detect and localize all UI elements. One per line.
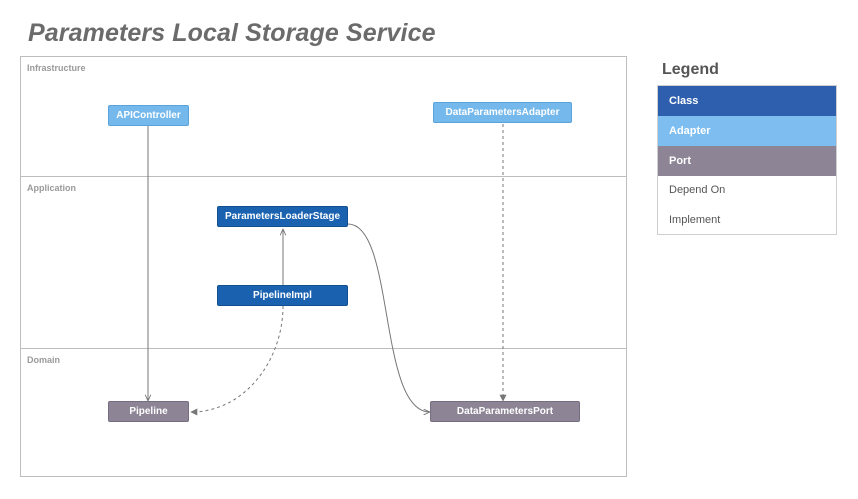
legend-class-swatch: Class xyxy=(658,86,836,116)
parametersloaderstage-node[interactable]: ParametersLoaderStage xyxy=(217,206,348,227)
application-layer-label: Application xyxy=(27,183,76,193)
dataparametersport-node[interactable]: DataParametersPort xyxy=(430,401,580,422)
apicontroller-node[interactable]: APIController xyxy=(108,105,189,126)
pipelineimpl-node[interactable]: PipelineImpl xyxy=(217,285,348,306)
legend-title: Legend xyxy=(662,61,719,78)
infrastructure-layer: Infrastructure xyxy=(21,57,626,176)
legend-box: Class Adapter Port Depend On Implement xyxy=(657,85,837,235)
legend-depend-on-label: Depend On xyxy=(669,184,726,196)
architecture-frame: Infrastructure Application Domain xyxy=(20,56,627,477)
application-layer: Application xyxy=(21,176,626,348)
legend-port-swatch: Port xyxy=(658,146,836,176)
diagram-title: Parameters Local Storage Service xyxy=(28,19,436,47)
legend-adapter-swatch: Adapter xyxy=(658,116,836,146)
domain-layer-label: Domain xyxy=(27,355,61,365)
edge-loaderstage-dataparametersport xyxy=(347,223,430,412)
domain-layer: Domain xyxy=(21,348,626,476)
infrastructure-layer-label: Infrastructure xyxy=(27,63,86,73)
dataparametersadapter-node[interactable]: DataParametersAdapter xyxy=(433,102,572,123)
pipeline-node[interactable]: Pipeline xyxy=(108,401,189,422)
legend-implement-label: Implement xyxy=(669,214,721,226)
edge-pipelineimpl-implements-pipeline xyxy=(190,305,284,416)
